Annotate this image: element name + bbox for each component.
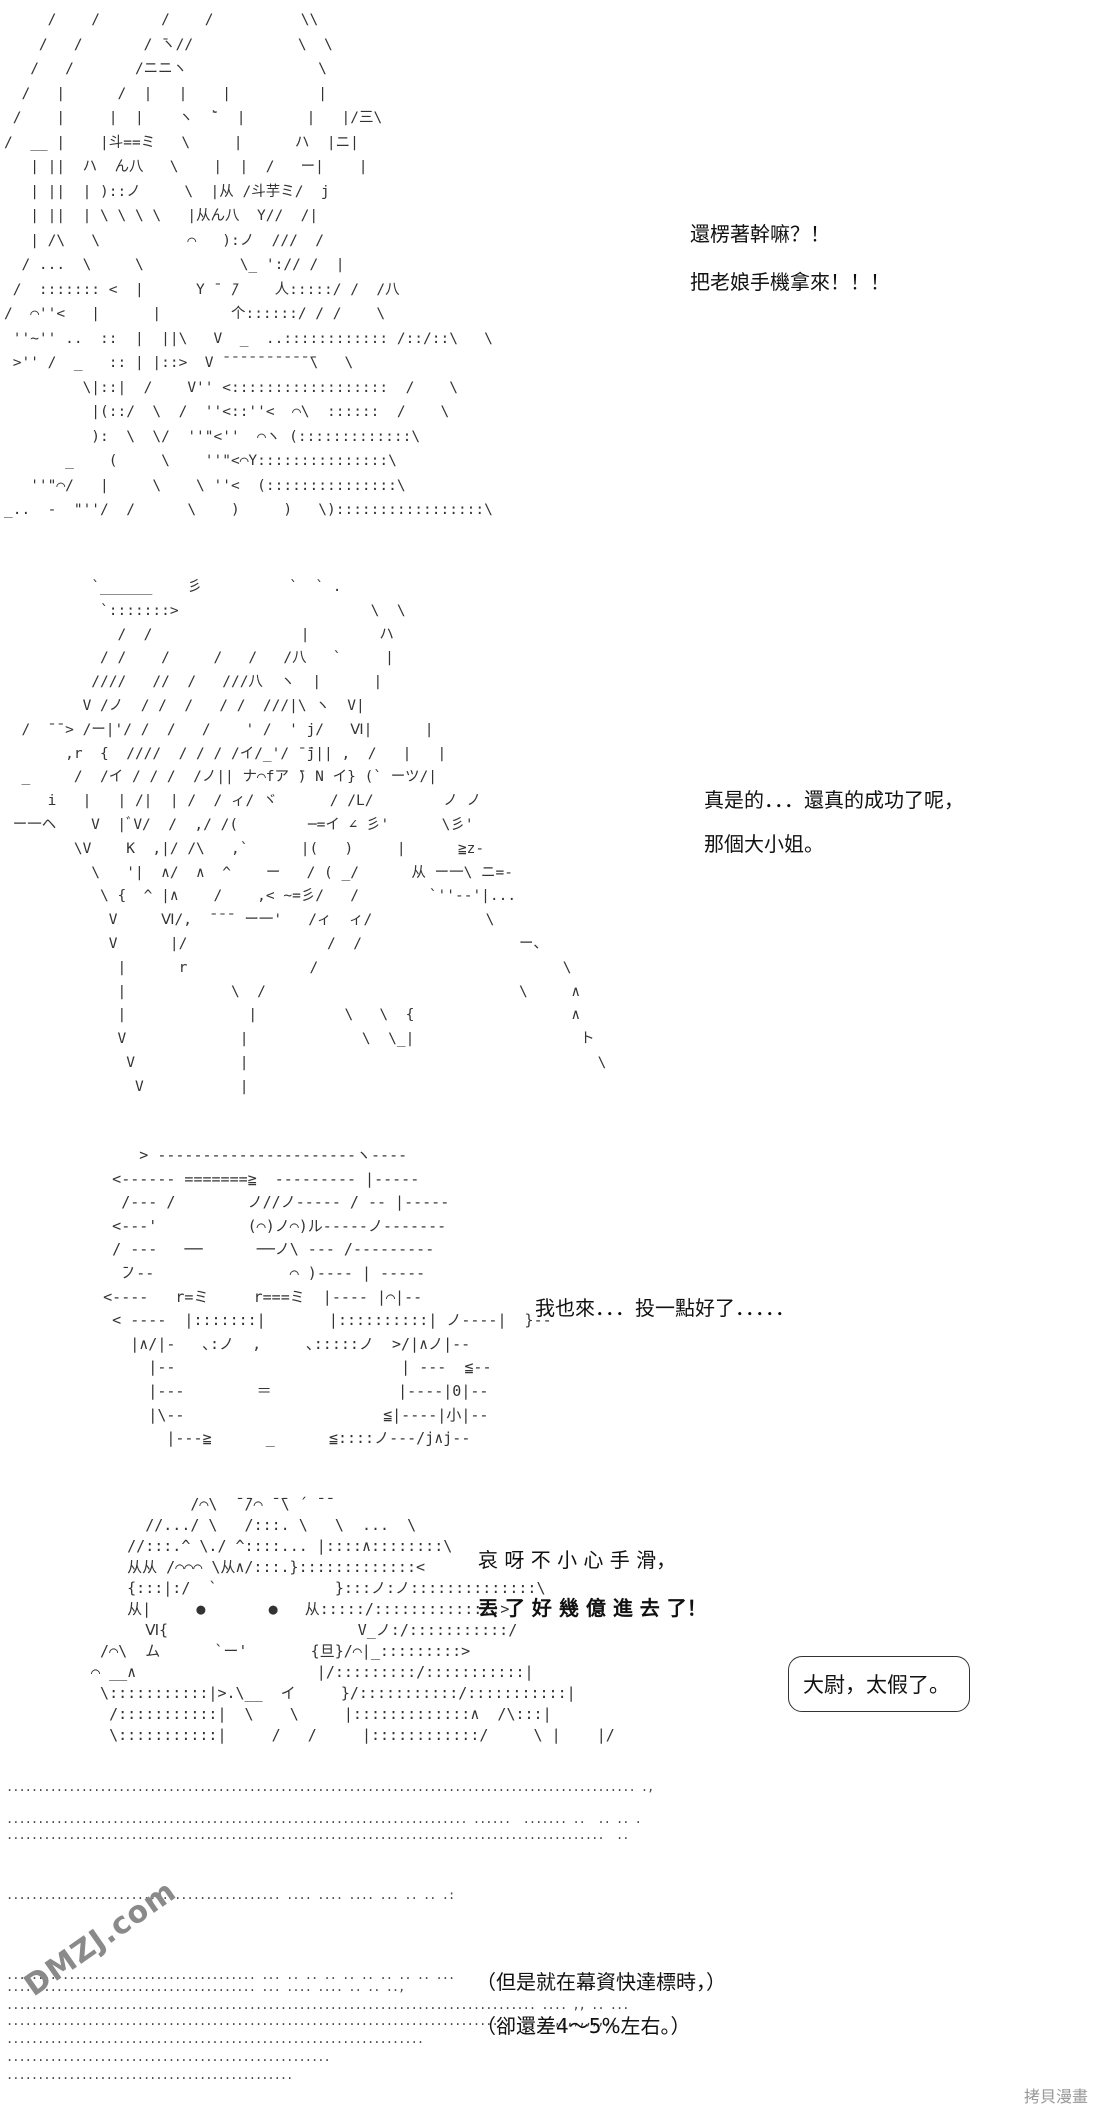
dotted-row: ........................................… [6, 1780, 654, 1794]
dialogue-line: 把老娘手機拿來！！！ [690, 270, 890, 294]
dotted-row: ........................................… [6, 2050, 331, 2064]
panel-1: / / / / \\ / / / ̄ヽ// \ \ / / /ニニヽ \ / |… [0, 0, 1100, 540]
panel-2: `______ 彡 ` ` . `:::::::> \ \ / / | ハ / … [0, 560, 1100, 1110]
dialogue-line: 真是的．．．還真的成功了呢， [704, 788, 964, 812]
panel-3: > ----------------------ヽ---- <------ ==… [0, 1130, 1100, 1470]
dialogue-line: 哀 呀 不 小 心 手 滑， [478, 1548, 677, 1572]
narration-line: （但是就在幕資快達標時，） [476, 1970, 726, 1994]
dotted-row: ........................................… [6, 1980, 405, 1994]
watermark-text: 拷貝漫畫 [1023, 2087, 1088, 2106]
ascii-art-panel-4: /⌒\ ̄ ̄/⌒ ̄ ̄\ ´ ̄ ̄ //.../ \ /:::. \ \ … [91, 1495, 615, 1744]
panel-5: ........................................… [0, 1770, 1100, 2115]
dialogue-line: 還楞著幹嘛？！ [690, 222, 830, 246]
ascii-art-panel-2: `______ 彡 ` ` . `:::::::> \ \ / / | ハ / … [12, 579, 607, 1095]
dotted-row: ........................................… [6, 2014, 617, 2028]
ascii-art-panel-1: / / / / \\ / / / ̄ヽ// \ \ / / /ニニヽ \ / |… [4, 12, 493, 518]
dotted-row: ........................................… [6, 1968, 455, 1982]
narration-line: （卻還差4～5%左右。） [476, 2014, 691, 2038]
dotted-row: ........................................… [6, 1828, 629, 1842]
dialogue-line: 丟 了 好 幾 億 進 去 了！ [478, 1596, 707, 1620]
dotted-row: ........................................… [6, 1998, 629, 2012]
dotted-row: ........................................… [6, 1888, 455, 1902]
dotted-row: ........................................… [6, 2032, 424, 2046]
dialogue-line: 我也來．．．投一點好了．．．．． [535, 1296, 795, 1320]
ascii-art-panel-3: > ----------------------ヽ---- <------ ==… [103, 1146, 552, 1448]
panel-4: /⌒\ ̄ ̄/⌒ ̄ ̄\ ´ ̄ ̄ //.../ \ /:::. \ \ … [0, 1480, 1100, 1750]
dotted-row: ........................................… [6, 1812, 642, 1826]
dotted-row: ........................................… [6, 2068, 293, 2082]
speech-bubble: 大尉，太假了。 [788, 1656, 970, 1712]
speech-bubble-text: 大尉，太假了。 [803, 1673, 950, 1697]
dialogue-line: 那個大小姐。 [704, 832, 824, 856]
